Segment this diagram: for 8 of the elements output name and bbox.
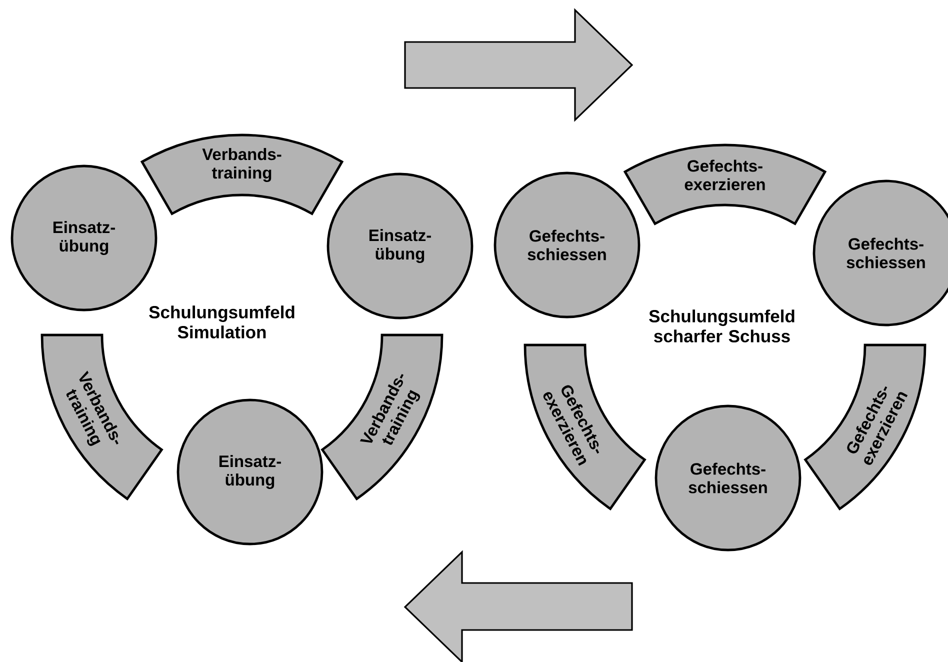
circle-node: Gefechts- schiessen bbox=[812, 180, 948, 326]
circle-node: Gefechts- schiessen bbox=[494, 172, 640, 318]
circle-node: Einsatz- übung bbox=[176, 398, 324, 546]
arc-segment: Verbands- training bbox=[140, 134, 344, 215]
circle-node: Gefechts- schiessen bbox=[654, 404, 802, 552]
arc-segment: Gefechts- exerzieren bbox=[624, 144, 826, 225]
circle-node: Einsatz- übung bbox=[326, 172, 474, 320]
center-label: Schulungsumfeld scharfer Schuss bbox=[649, 310, 794, 342]
